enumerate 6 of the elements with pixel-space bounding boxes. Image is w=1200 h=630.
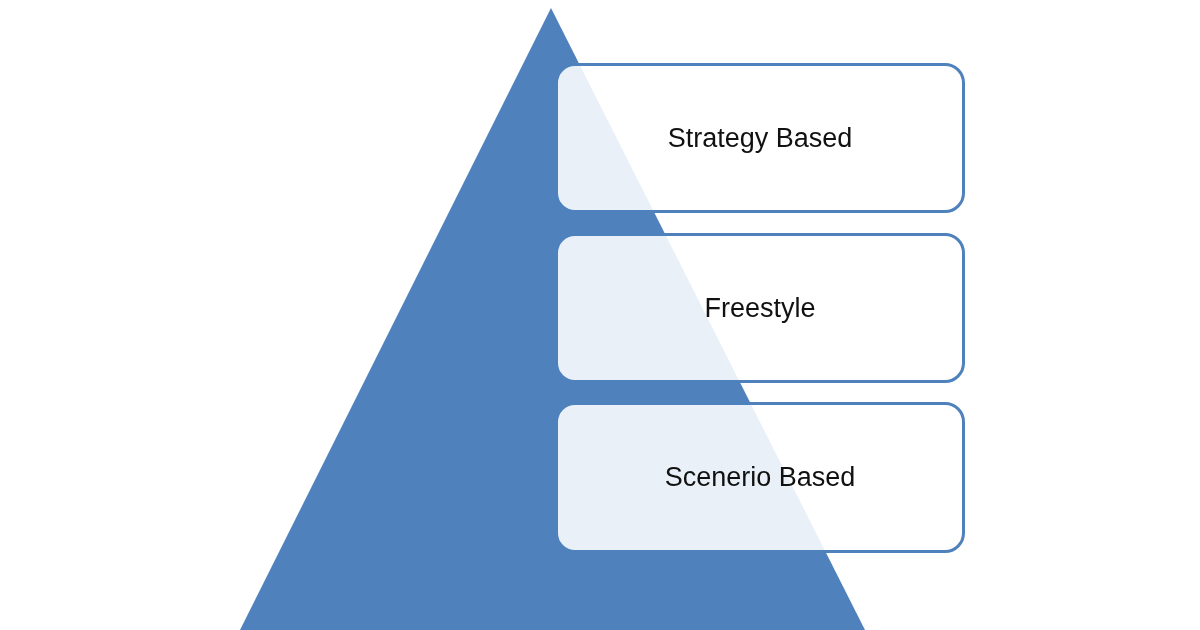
box-label: Freestyle — [704, 292, 816, 324]
rounded-box — [555, 233, 965, 383]
rounded-box — [555, 63, 965, 213]
rounded-box — [555, 402, 965, 553]
box-label: Strategy Based — [667, 122, 853, 154]
box-label: Scenerio Based — [664, 462, 856, 493]
